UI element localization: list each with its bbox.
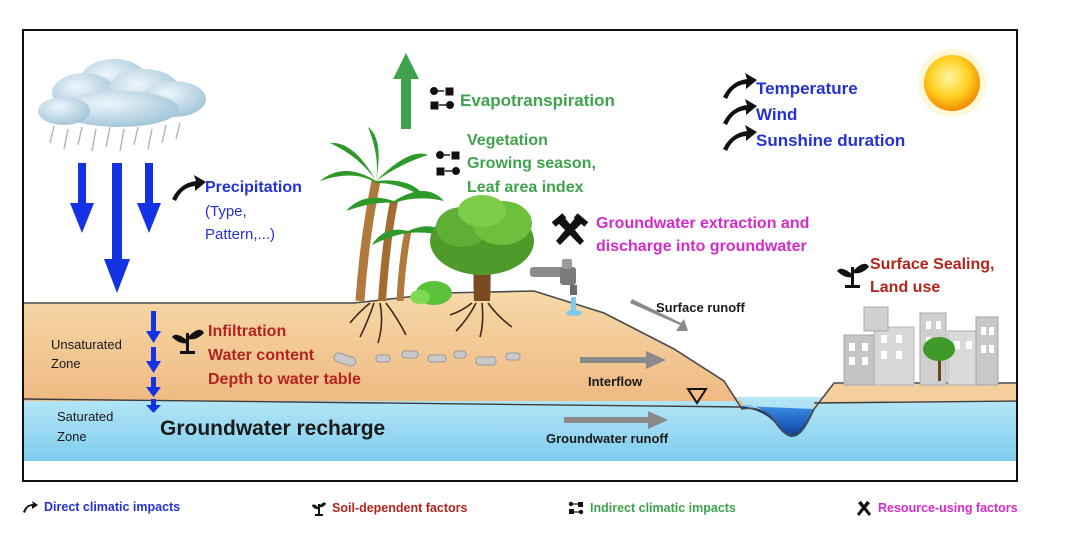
legend-soil-dependent: Soil-dependent factors <box>312 500 467 516</box>
precipitation-type-label: (Type, <box>205 203 247 220</box>
connector-nodes-icon <box>568 501 584 515</box>
groundwater-recharge-label: Groundwater recharge <box>160 417 386 440</box>
infiltration-arrows <box>146 311 161 413</box>
direct-impact-arrow-icon <box>172 175 206 201</box>
interflow-label: Interflow <box>588 374 643 389</box>
vegetation-label: Vegetation <box>467 132 548 149</box>
tree-roots <box>349 302 513 344</box>
wind-label: Wind <box>756 105 798 124</box>
sprout-icon <box>837 263 869 288</box>
rain-cloud-icon <box>38 59 206 152</box>
crossed-hammers-icon <box>551 213 589 245</box>
surface-runoff-label: Surface runoff <box>656 300 745 315</box>
growing-season-label: Growing season, <box>467 155 596 172</box>
precipitation-arrows <box>70 163 161 293</box>
water-table-marker-icon <box>686 388 708 405</box>
surface-sealing-label: Surface Sealing, <box>870 256 995 273</box>
diagram-frame: Precipitation (Type, Pattern,...) Evapot… <box>22 29 1018 482</box>
legend-indirect-climatic: Indirect climatic impacts <box>568 500 736 516</box>
groundwater-extraction-label: Groundwater extraction and <box>596 215 810 232</box>
connector-nodes-icon <box>430 87 454 110</box>
saturated-zone-label-2: Zone <box>57 429 87 444</box>
palm-trees <box>320 127 452 305</box>
legend-direct-climatic: Direct climatic impacts <box>22 500 180 514</box>
water-table-line <box>24 398 743 408</box>
sun-icon <box>918 49 986 117</box>
evapotranspiration-arrow <box>393 53 419 129</box>
water-tap-icon <box>530 259 582 316</box>
legend-direct-label: Direct climatic impacts <box>44 500 181 514</box>
depth-to-water-table-label: Depth to water table <box>208 371 361 388</box>
land-use-label: Land use <box>870 279 941 296</box>
evapotranspiration-label: Evapotranspiration <box>460 91 615 110</box>
unsaturated-zone-label: Unsaturated <box>51 337 122 352</box>
unsaturated-zone-label-2: Zone <box>51 356 81 371</box>
right-bank <box>814 383 1016 411</box>
legend-resource-using: Resource-using factors <box>856 500 1018 516</box>
precipitation-label: Precipitation <box>205 179 302 196</box>
unsaturated-zone <box>24 291 744 409</box>
sprout-icon <box>312 502 326 516</box>
saturated-zone <box>24 397 1016 461</box>
groundwater-discharge-label: discharge into groundwater <box>596 238 807 255</box>
precipitation-pattern-label: Pattern,...) <box>205 226 276 243</box>
connector-nodes-icon <box>436 151 460 176</box>
ground-surface-line <box>24 290 1016 437</box>
city-buildings <box>843 306 999 386</box>
temperature-label: Temperature <box>756 79 858 98</box>
landscape-scene <box>24 49 1016 461</box>
saturated-zone-label: Saturated <box>57 409 114 424</box>
direct-impact-arrow-icon <box>723 73 757 151</box>
legend-resource-label: Resource-using factors <box>878 501 1018 515</box>
sunshine-duration-label: Sunshine duration <box>756 131 906 150</box>
groundwater-runoff-label: Groundwater runoff <box>546 431 669 446</box>
legend-soil-label: Soil-dependent factors <box>332 501 468 515</box>
curved-arrow-icon <box>23 501 38 513</box>
crossed-hammers-icon <box>857 501 871 516</box>
river-channel <box>742 405 814 437</box>
deciduous-tree <box>430 195 534 301</box>
leaf-area-index-label: Leaf area index <box>467 179 584 196</box>
sprout-icon <box>172 329 204 354</box>
flow-arrows <box>564 299 688 429</box>
water-content-label: Water content <box>208 347 315 364</box>
legend-indirect-label: Indirect climatic impacts <box>590 501 736 515</box>
infiltration-label: Infiltration <box>208 323 287 340</box>
soil-pebbles <box>333 350 521 367</box>
